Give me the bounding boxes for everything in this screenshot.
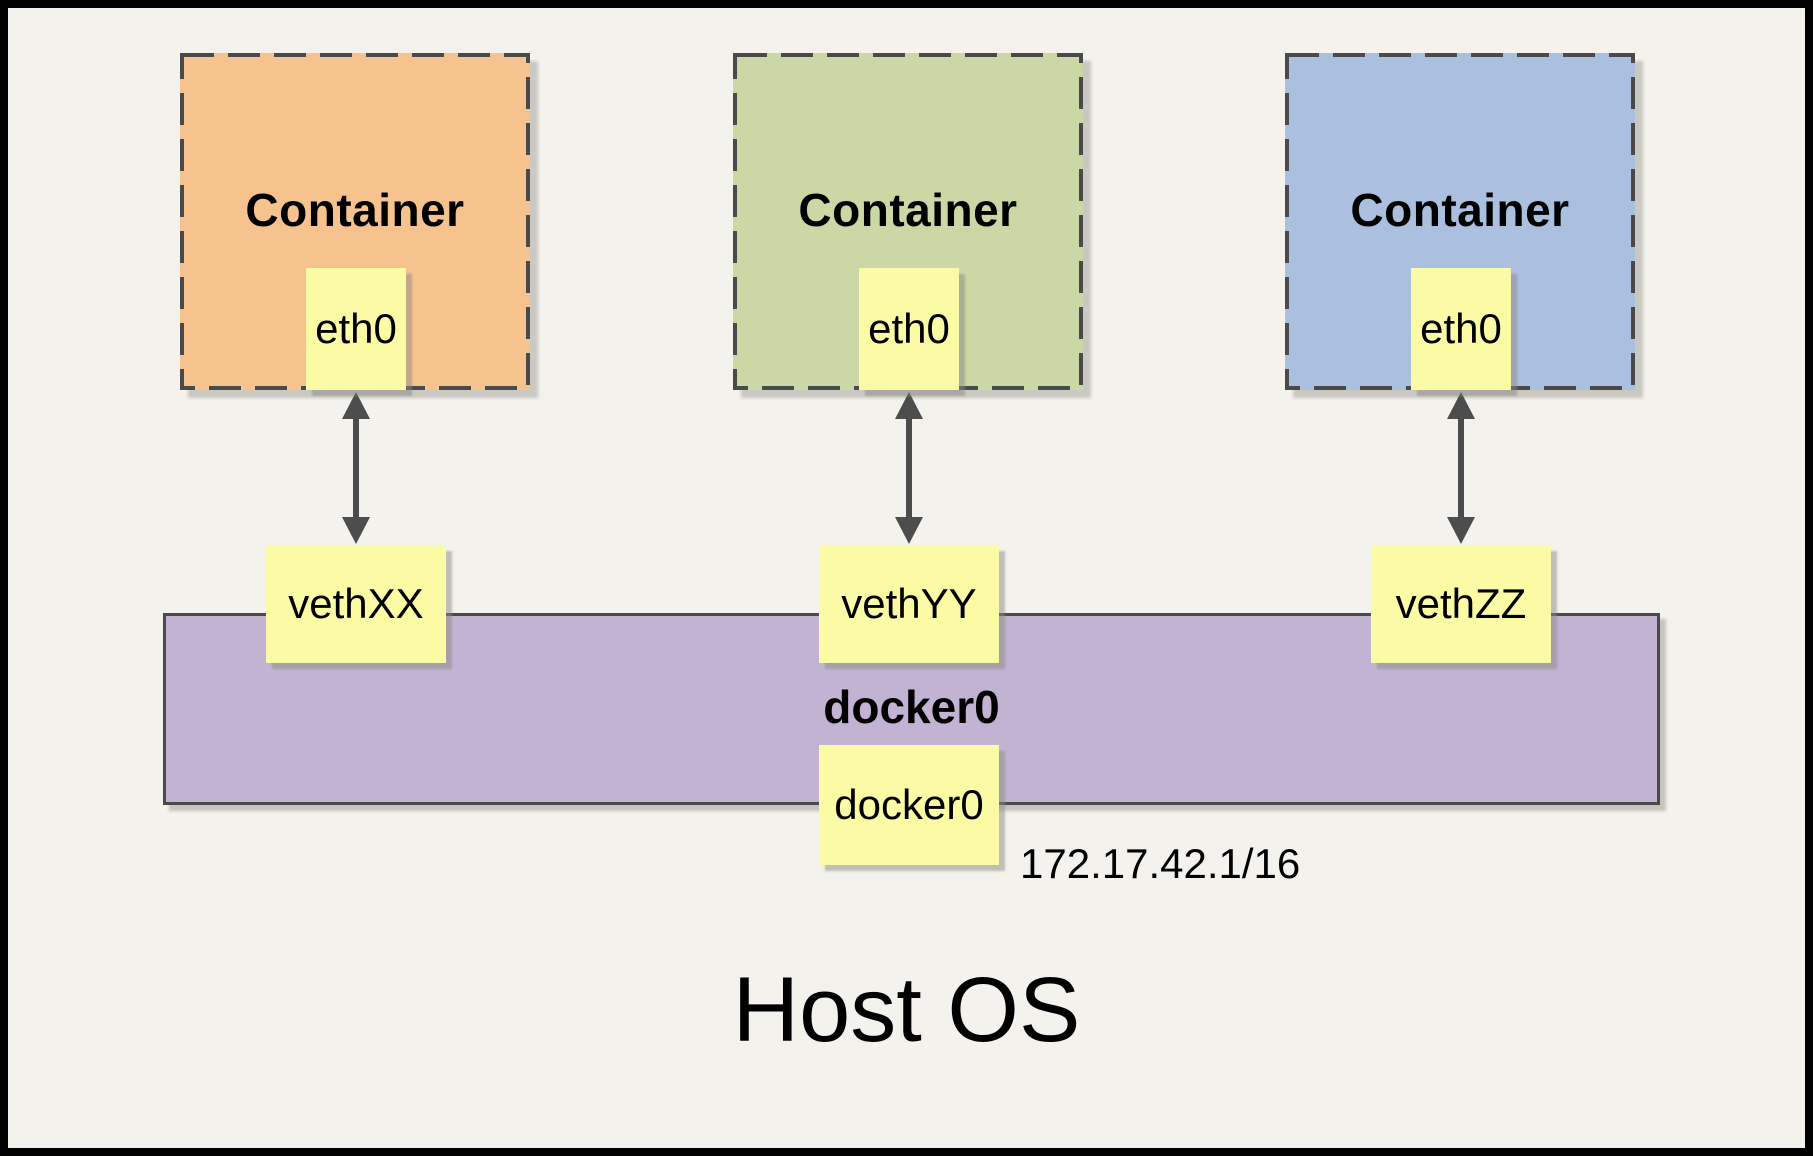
- veth-interface-box-1: vethXX: [266, 545, 446, 663]
- container-1-label: Container: [245, 184, 465, 236]
- double-arrow-3: [1446, 392, 1476, 544]
- double-arrow-1: [341, 392, 371, 544]
- arrow-down-head: [1447, 517, 1475, 544]
- veth-interface-box-3: vethZZ: [1371, 545, 1551, 663]
- vethXX-label: vethXX: [288, 580, 424, 627]
- arrow-shaft: [906, 412, 912, 524]
- docker0-bridge-label: docker0: [823, 681, 1000, 733]
- container-3-label: Container: [1350, 184, 1570, 236]
- arrow-down-head: [342, 517, 370, 544]
- bridge-ip-label: 172.17.42.1/16: [1020, 840, 1301, 887]
- vethZZ-label: vethZZ: [1395, 580, 1527, 627]
- eth0-interface-box-3: eth0: [1411, 268, 1511, 390]
- docker0-interface-label: docker0: [834, 781, 984, 828]
- arrow-shaft: [1458, 412, 1464, 524]
- vethYY-label: vethYY: [841, 580, 977, 627]
- eth0-label: eth0: [315, 305, 397, 352]
- container-box-3: Container: [1285, 53, 1635, 390]
- container-2-label: Container: [798, 184, 1018, 236]
- eth0-interface-box-1: eth0: [306, 268, 406, 390]
- host-os-label: Host OS: [732, 959, 1081, 1061]
- eth0-label: eth0: [868, 305, 950, 352]
- arrow-shaft: [353, 412, 359, 524]
- eth0-interface-box-2: eth0: [859, 268, 959, 390]
- veth-interface-box-2: vethYY: [819, 545, 999, 663]
- double-arrow-2: [894, 392, 924, 544]
- arrow-down-head: [895, 517, 923, 544]
- eth0-label: eth0: [1420, 305, 1502, 352]
- docker0-interface-box: docker0: [819, 745, 999, 865]
